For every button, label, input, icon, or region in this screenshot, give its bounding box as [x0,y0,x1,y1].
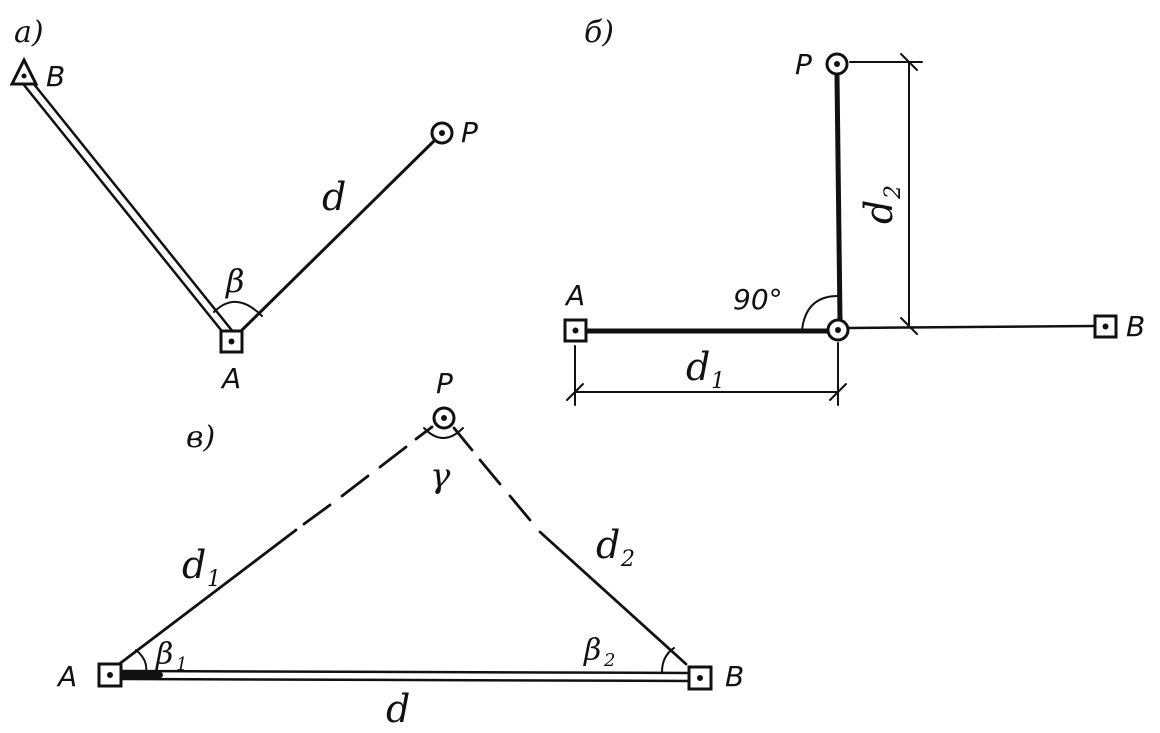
d2-label: d [857,200,901,224]
d1-subscript: 1 [711,369,725,394]
line-a-p-solid [116,528,298,667]
triangle-marker-b [9,56,39,86]
square-marker-a-dot [228,338,235,345]
beta1-label: β [155,637,173,672]
d2-subscript: 2 [881,185,906,200]
line-b-a-inner [27,76,240,340]
square-marker-b-dot [697,675,703,681]
angle-90-label: 90° [733,283,783,316]
base-line-lower [118,677,692,683]
point-p-label: P [436,367,453,400]
panel-a: a) B A P d β [9,15,478,395]
beta2-subscript: 2 [603,650,615,671]
d2-tick-bottom [900,317,918,335]
d1-label: d [182,543,206,587]
angle-gamma-label: γ [430,456,451,496]
panel-c: в) P A B γ d 1 d 2 d [56,367,744,731]
circle-marker-p-dot [441,415,447,421]
circle-marker-foot-dot [835,327,841,333]
beta2-label: β [583,633,601,668]
d1-subscript: 1 [207,567,221,592]
triangle-marker-b-dot [21,73,27,79]
line-a-p-dash-4 [414,425,434,441]
line-a-p-dash-3 [378,445,408,469]
distance-d-label: d [322,175,346,219]
line-b-a-outer [18,78,231,342]
panel-b: б) P A B 90° d 1 [563,15,1145,406]
point-a-label: A [564,279,585,312]
line-perpendicular-p [834,73,843,323]
circle-marker-p-dot [834,61,840,67]
line-foot-b [846,324,1096,330]
circle-marker-p-dot [439,130,445,136]
angle-beta-arc [213,301,263,317]
square-marker-a-dot [107,672,113,678]
line-p-b-dash-2 [478,458,502,486]
angle-beta-label: β [225,262,245,300]
panel-c-label: в) [186,420,215,455]
d2-label-group: d 2 [857,185,906,224]
base-distance-label: d [386,687,410,731]
d1-tick-left [566,383,584,401]
base-line-upper [118,669,692,675]
d2-label: d [596,523,620,567]
line-a-p-dash-1 [302,503,332,526]
panel-a-label: a) [14,15,44,50]
angle-beta1-arc [135,649,148,673]
line-a-p [238,137,438,334]
point-p-label: P [795,48,812,81]
square-marker-a-dot [572,327,579,334]
line-p-b-solid [538,530,688,666]
point-a-label: A [56,660,77,693]
beta1-subscript: 1 [176,654,187,675]
point-b-label: B [46,60,65,93]
point-b-label: B [725,660,744,693]
point-b-label: B [1126,310,1145,343]
square-marker-b-dot [1102,323,1109,330]
d1-tick-right [829,383,847,401]
line-p-b-dash-3 [508,494,532,522]
point-p-label: P [461,116,478,149]
line-a-p-dash-2 [340,474,370,498]
line-p-b-dash-1 [452,426,474,452]
d2-tick-top [900,53,918,71]
angle-gamma-arc [423,427,464,439]
point-a-label: A [220,362,241,395]
panel-b-label: б) [584,15,614,50]
right-angle-arc [801,295,839,331]
angle-beta2-arc [661,647,675,673]
d2-subscript: 2 [620,547,635,572]
d1-label: d [686,345,710,389]
